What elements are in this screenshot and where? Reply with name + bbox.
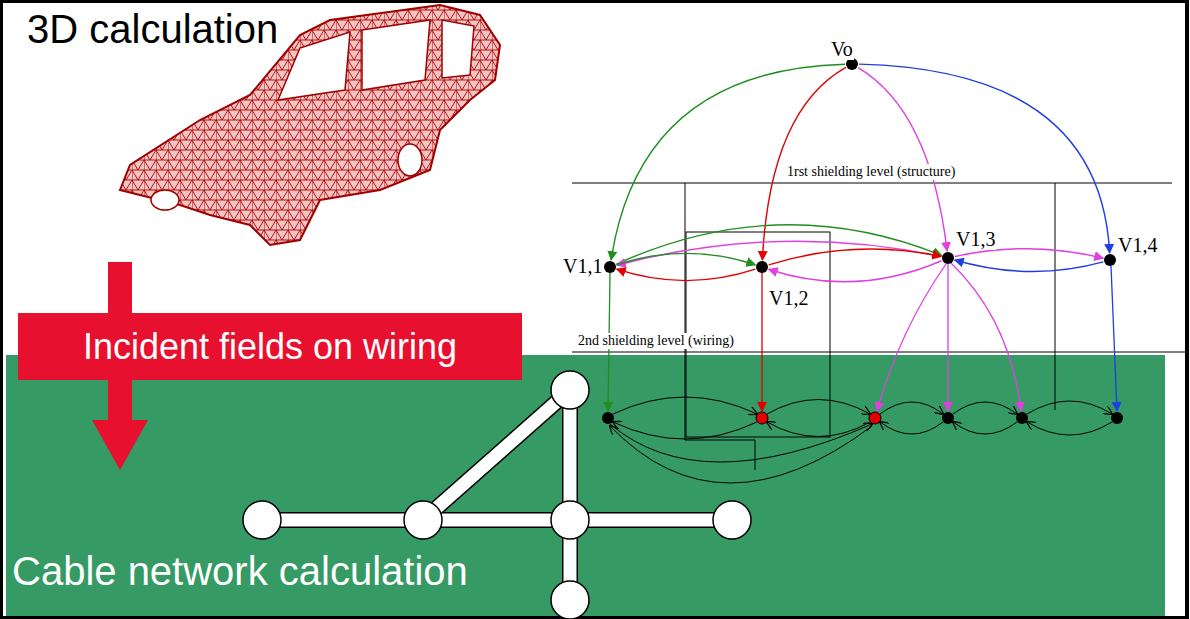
node-dot: V1,2 bbox=[756, 261, 768, 273]
wiring-dots bbox=[602, 412, 1123, 424]
flow-arrow bbox=[955, 249, 1103, 259]
flow-arrow bbox=[769, 249, 941, 265]
node-label: V1,3 bbox=[955, 228, 996, 250]
node-dot: V1,1 bbox=[604, 261, 616, 273]
flow-arrow bbox=[617, 269, 756, 280]
flow-arrow bbox=[617, 253, 756, 264]
shielding-boundaries bbox=[572, 183, 1188, 470]
level-label: 1rst shielding level (structure) bbox=[785, 164, 957, 180]
panel-heading: 3D calculation bbox=[25, 6, 280, 52]
flow-arrow bbox=[859, 64, 1110, 253]
node-label: V1,2 bbox=[768, 287, 809, 309]
node-label: V1,4 bbox=[1117, 234, 1158, 256]
node-dot: V1,4 bbox=[1104, 254, 1116, 266]
band-text: Cable network calculation bbox=[12, 549, 468, 593]
node-label: Vo bbox=[830, 38, 854, 60]
flow-arrow bbox=[955, 260, 1104, 272]
flow-arrow bbox=[611, 64, 845, 260]
flow-arrow bbox=[616, 225, 941, 264]
level-label: 2nd shielding level (wiring) bbox=[576, 333, 736, 349]
node-dot: V1,3 bbox=[942, 252, 954, 264]
process-box: Incident fields on wiring bbox=[18, 313, 522, 380]
flow-arrow bbox=[769, 261, 942, 282]
node-dot: Vo bbox=[846, 58, 858, 70]
node-label: V1,1 bbox=[562, 255, 603, 277]
box-text: Incident fields on wiring bbox=[83, 326, 457, 367]
flow-arrow bbox=[617, 241, 941, 265]
flow-arrow bbox=[858, 68, 947, 251]
red-arrow bbox=[92, 378, 148, 470]
arrow-shaft bbox=[108, 262, 132, 313]
cable-network bbox=[243, 371, 751, 619]
wiring-loops bbox=[610, 397, 1112, 483]
